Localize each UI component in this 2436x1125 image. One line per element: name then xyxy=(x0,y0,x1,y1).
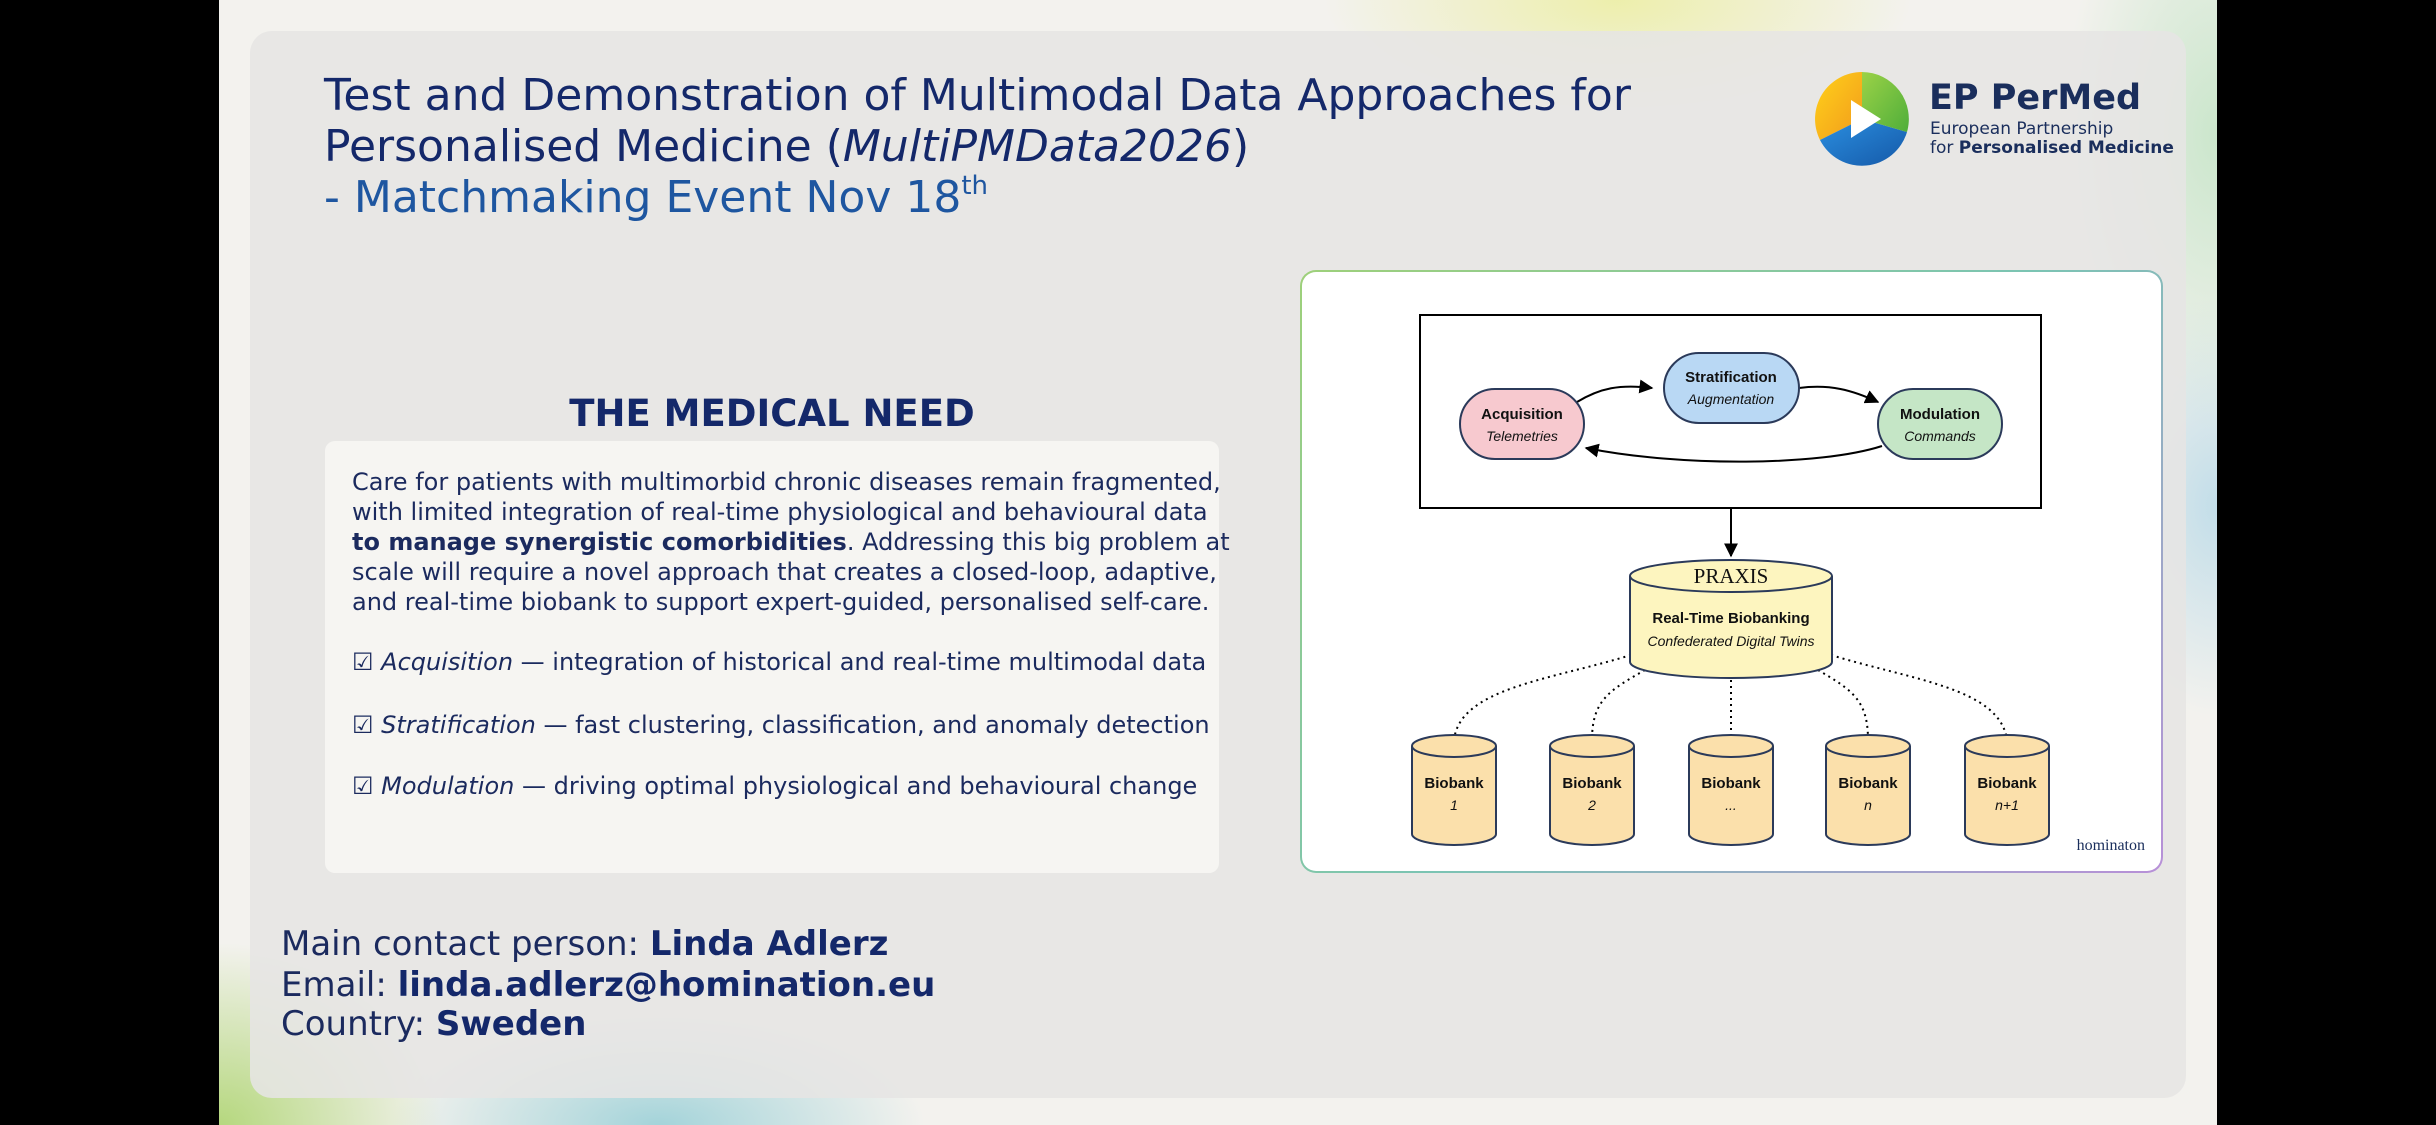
checklist-desc: — driving optimal physiological and beha… xyxy=(514,772,1198,800)
need-paragraph-line-3: to manage synergistic comorbidities. Add… xyxy=(352,528,1230,556)
contact-email-link[interactable]: linda.adlerz@homination.eu xyxy=(397,965,936,1005)
biobank-body xyxy=(1688,746,1774,846)
need-emphasis: to manage synergistic comorbidities xyxy=(352,528,847,556)
logo-subtitle-2: for Personalised Medicine xyxy=(1930,138,2174,158)
biobank-label: Biobank xyxy=(1424,775,1484,792)
contact-person-name: Linda Adlerz xyxy=(649,924,889,964)
biobank-id: 1 xyxy=(1450,797,1458,813)
arrow-mod-to-acq xyxy=(1584,443,1883,463)
medical-need-box xyxy=(325,441,1219,873)
title-line-2-text: Personalised Medicine ( xyxy=(324,121,843,172)
contact-person-label: Main contact person: xyxy=(281,924,650,964)
modulation-node xyxy=(1877,388,2003,460)
biobank-label: Biobank xyxy=(1701,775,1761,792)
acquisition-sub: Telemetries xyxy=(1486,428,1558,444)
biobank-cylinder: Biobank 1 xyxy=(1411,734,1497,846)
stratification-title: Stratification xyxy=(1685,369,1777,386)
biobank-top xyxy=(1825,734,1911,758)
title-line-2-close: ) xyxy=(1231,121,1250,172)
ep-permed-logo xyxy=(1815,72,1909,166)
checklist-item-modulation: ☑ Modulation — driving optimal physiolog… xyxy=(352,772,1197,800)
contact-country-line: Country: Sweden xyxy=(281,1004,586,1044)
biobank-label: Biobank xyxy=(1977,775,2037,792)
checkbox-icon: ☑ xyxy=(352,711,374,739)
checklist-desc: — fast clustering, classification, and a… xyxy=(535,711,1210,739)
biobank-id: n+1 xyxy=(1995,797,2019,813)
checklist-term: Acquisition xyxy=(381,648,514,676)
arrow-strat-to-mod xyxy=(1798,385,1880,404)
acquisition-node xyxy=(1459,388,1585,460)
biobank-body xyxy=(1964,746,2050,846)
need-paragraph-line-5: and real-time biobank to support expert-… xyxy=(352,588,1210,616)
acquisition-title: Acquisition xyxy=(1481,406,1563,423)
contact-country-label: Country: xyxy=(281,1004,436,1044)
medical-need-heading: THE MEDICAL NEED xyxy=(569,392,975,435)
event-subtitle: - Matchmaking Event Nov 18th xyxy=(324,173,988,220)
biobank-cylinder: Biobank n xyxy=(1825,734,1911,846)
biobank-top xyxy=(1411,734,1497,758)
realtime-biobank-title: Real-Time Biobanking xyxy=(1652,610,1809,627)
biobank-body xyxy=(1411,746,1497,846)
closed-loop-biobank-diagram: Acquisition Telemetries Stratification A… xyxy=(1411,314,2145,854)
biobank-cylinder: Biobank... xyxy=(1688,734,1774,846)
dotted-connectors xyxy=(1453,654,2008,741)
stratification-node xyxy=(1663,352,1800,424)
need-paragraph-line-3-rest: . Addressing this big problem at xyxy=(846,528,1230,556)
contact-country-value: Sweden xyxy=(435,1004,587,1044)
contact-person-line: Main contact person: Linda Adlerz xyxy=(281,924,888,964)
title-line-2: Personalised Medicine (MultiPMData2026) xyxy=(324,125,1249,169)
need-paragraph-line-4: scale will require a novel approach that… xyxy=(352,558,1217,586)
checklist-item-stratification: ☑ Stratification — fast clustering, clas… xyxy=(352,711,1210,739)
biobank-label: Biobank xyxy=(1838,775,1898,792)
title-line-1: Test and Demonstration of Multimodal Dat… xyxy=(324,70,1631,121)
need-paragraph-line-2: with limited integration of real-time ph… xyxy=(352,498,1208,526)
checklist-term: Modulation xyxy=(381,772,515,800)
hominaton-brand: hominaton xyxy=(2077,837,2145,854)
biobank-id: 2 xyxy=(1587,797,1596,813)
biobank-body xyxy=(1825,746,1911,846)
realtime-biobank-sub: Confederated Digital Twins xyxy=(1647,633,1814,649)
biobank-top xyxy=(1964,734,2050,758)
praxis-wordmark: PRAXIS xyxy=(1694,564,1769,588)
ep-permed-logo-mark xyxy=(1815,72,1909,166)
biobank-cylinder: Biobank n+1 xyxy=(1964,734,2050,846)
event-subtitle-text: - Matchmaking Event Nov 18 xyxy=(324,172,962,223)
checklist-item-acquisition: ☑ Acquisition — integration of historica… xyxy=(352,648,1206,676)
project-acronym: MultiPMData2026 xyxy=(842,121,1232,172)
contact-email-line: Email: linda.adlerz@homination.eu xyxy=(281,965,935,1005)
checkbox-icon: ☑ xyxy=(352,772,374,800)
logo-subtitle-2-pre: for xyxy=(1930,138,1959,158)
biobank-row: Biobank1Biobank2Biobank...BiobanknBioban… xyxy=(1411,734,2050,846)
arrow-acq-to-strat xyxy=(1576,379,1654,403)
biobank-id: n xyxy=(1864,797,1872,813)
checklist-desc: — integration of historical and real-tim… xyxy=(513,648,1207,676)
biobank-top xyxy=(1549,734,1635,758)
stratification-sub: Augmentation xyxy=(1687,391,1775,407)
logo-subtitle-1: European Partnership xyxy=(1930,119,2114,139)
logo-name: EP PerMed xyxy=(1929,78,2142,118)
checkbox-icon: ☑ xyxy=(352,648,374,676)
checklist-term: Stratification xyxy=(381,711,536,739)
biobank-id: ... xyxy=(1725,797,1737,813)
biobank-label: Biobank xyxy=(1562,775,1622,792)
modulation-sub: Commands xyxy=(1904,428,1976,444)
event-subtitle-sup: th xyxy=(961,171,989,201)
contact-email-label: Email: xyxy=(281,965,398,1005)
biobank-top xyxy=(1688,734,1774,758)
realtime-biobank-cylinder xyxy=(1629,559,1833,679)
modulation-title: Modulation xyxy=(1900,406,1980,423)
logo-subtitle-2-bold: Personalised Medicine xyxy=(1958,138,2174,158)
biobank-cylinder: Biobank 2 xyxy=(1549,734,1635,846)
need-paragraph-line-1: Care for patients with multimorbid chron… xyxy=(352,468,1221,496)
biobank-body xyxy=(1549,746,1635,846)
